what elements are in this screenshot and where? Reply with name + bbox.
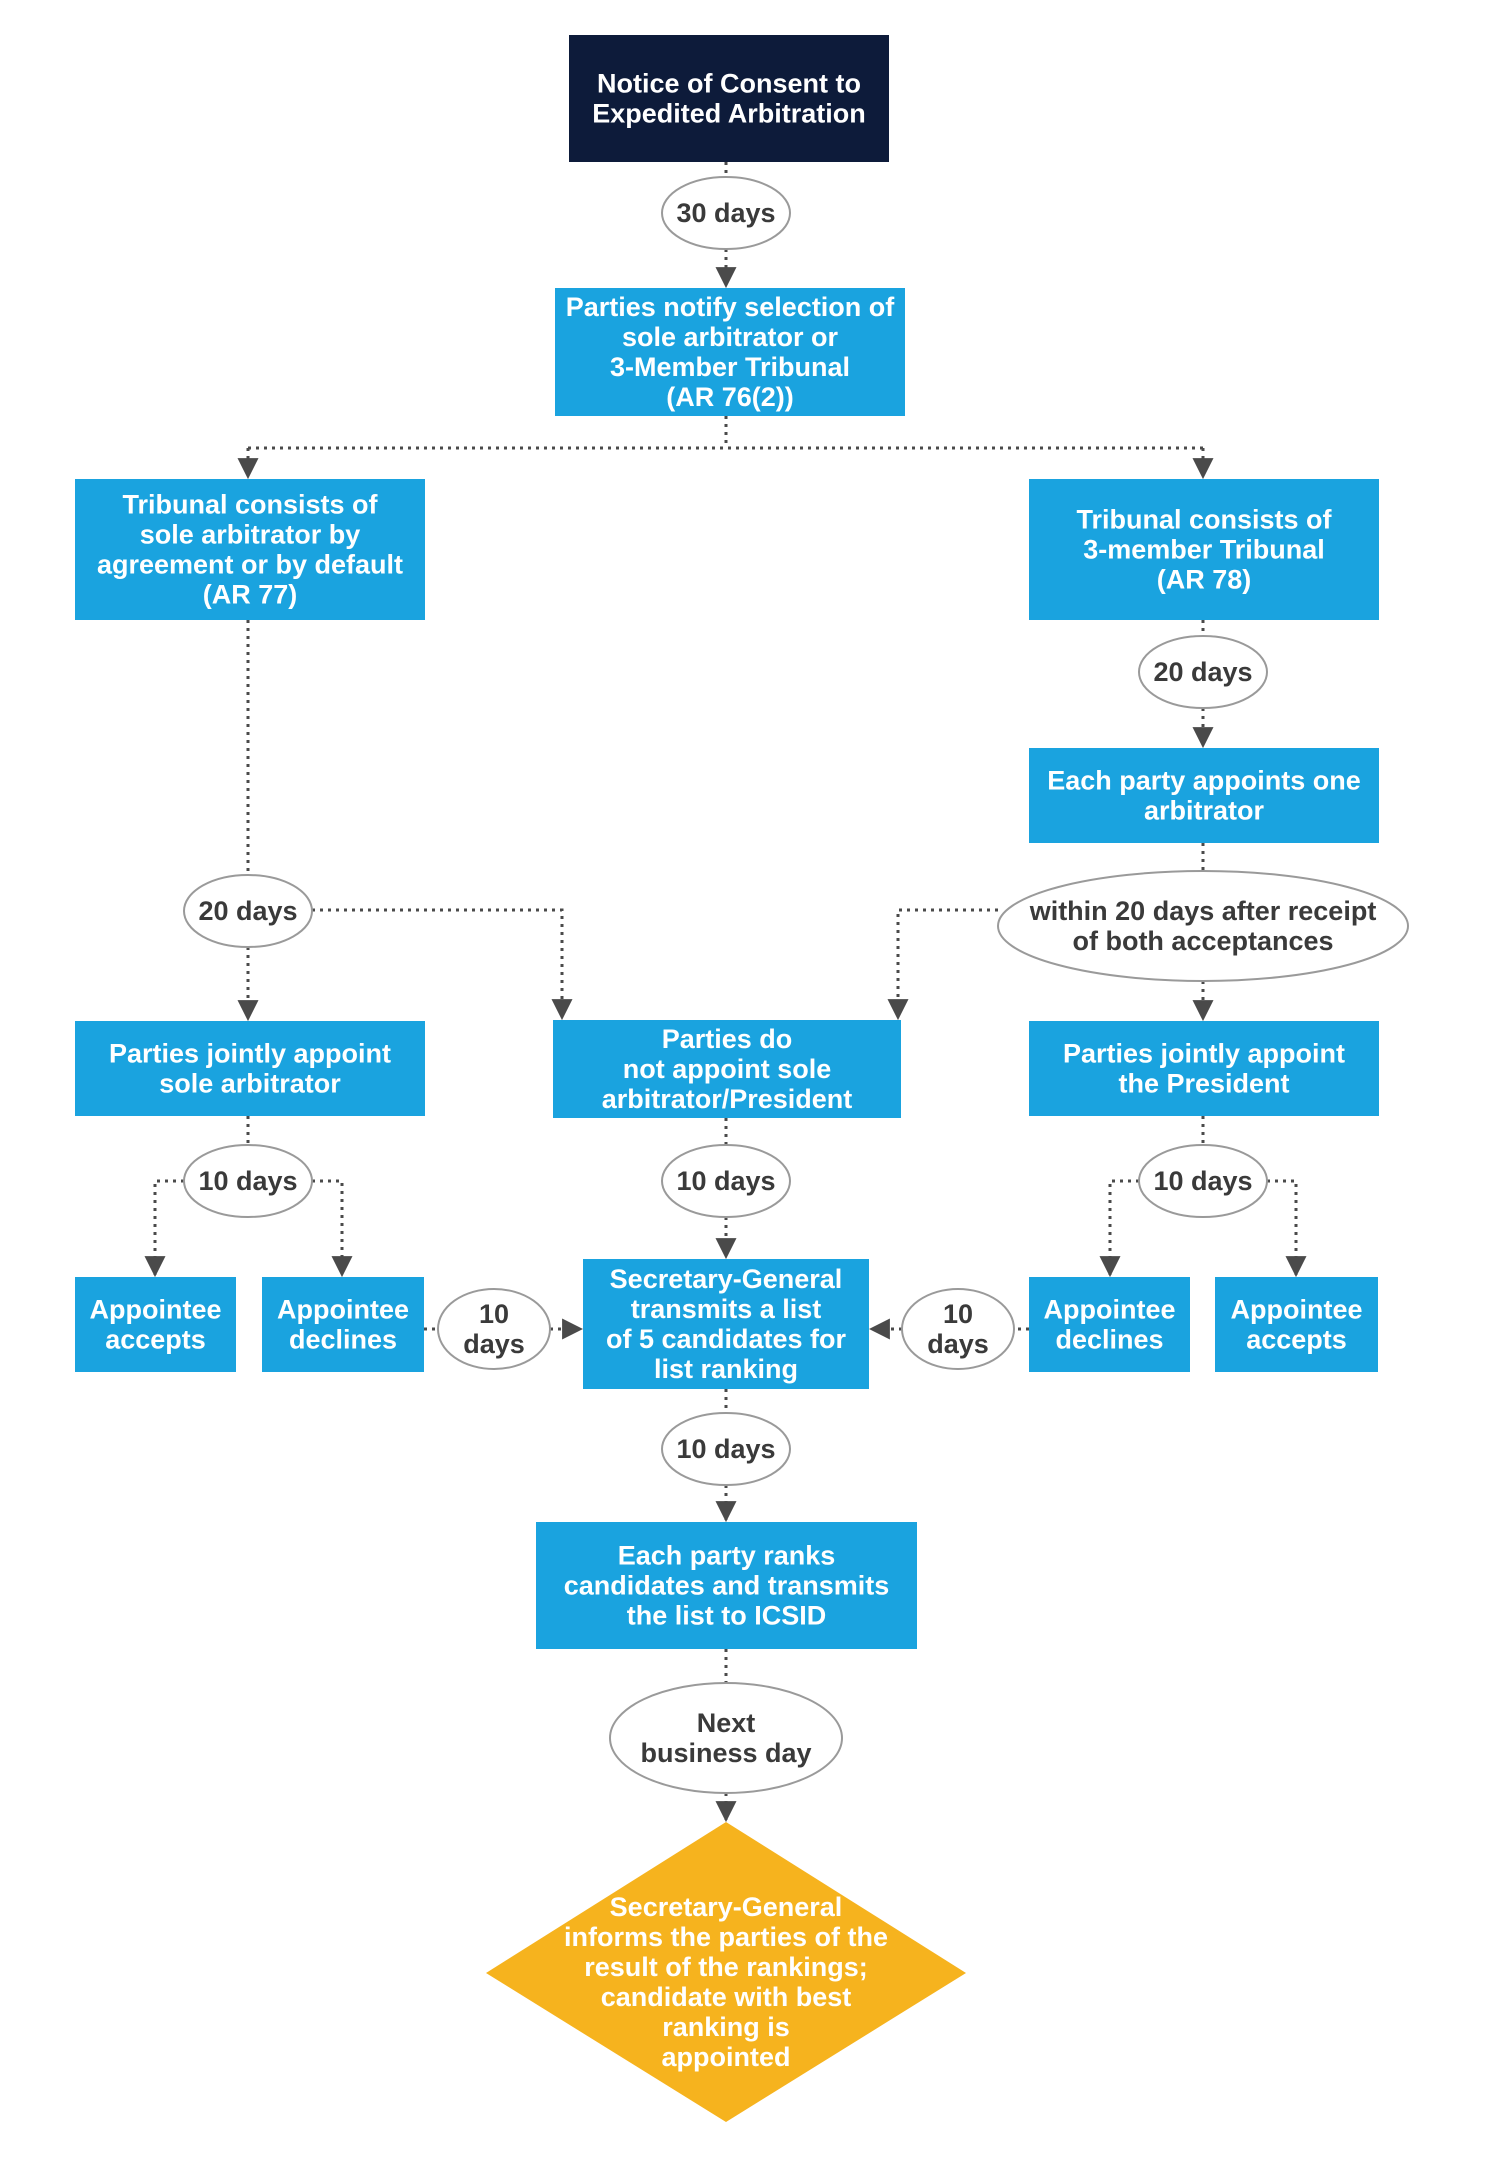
- node-text-line: sole arbitrator or: [622, 322, 839, 352]
- node-text-line: 10 days: [1153, 1166, 1252, 1196]
- node-text-line: Appointee: [1231, 1295, 1363, 1325]
- oval-o20-left: 20 days: [183, 874, 313, 948]
- node-text-line: Appointee: [90, 1295, 222, 1325]
- node-text-line: the President: [1118, 1069, 1289, 1099]
- node-text-line: 30 days: [676, 198, 775, 228]
- node-text-line: 3-Member Tribunal: [610, 352, 850, 382]
- node-text-line: arbitrator: [1144, 796, 1265, 826]
- node-text-line: (AR 78): [1157, 565, 1252, 595]
- node-text-line: 20 days: [1153, 657, 1252, 687]
- node-text-line: Each party appoints one: [1047, 766, 1361, 796]
- node-text-line: Tribunal consists of: [122, 490, 378, 520]
- node-text-line: declines: [289, 1325, 397, 1355]
- oval-o30: 30 days: [661, 176, 791, 250]
- node-text-line: Secretary-General: [610, 1892, 843, 1922]
- node-text-line: Parties notify selection of: [566, 292, 896, 322]
- node-text-line: Tribunal consists of: [1076, 505, 1332, 535]
- node-text-line: Parties jointly appoint: [1063, 1039, 1345, 1069]
- node-text-line: 20 days: [198, 896, 297, 926]
- node-text-line: arbitrator/President: [602, 1084, 853, 1114]
- node-text-line: Expedited Arbitration: [592, 99, 866, 129]
- node-text-line: sole arbitrator by: [140, 520, 361, 550]
- node-text-line: Next: [697, 1708, 756, 1738]
- node-text-line: ranking is: [662, 2012, 790, 2042]
- oval-o10-lower: 10 days: [661, 1412, 791, 1486]
- node-text-line: candidate with best: [601, 1982, 852, 2012]
- node-text-line: result of the rankings;: [584, 1952, 868, 1982]
- node-text-line: informs the parties of the: [564, 1922, 888, 1952]
- node-text-line: the list to ICSID: [627, 1601, 827, 1631]
- connector-line: [144, 1179, 184, 1278]
- node-text-line: of both acceptances: [1072, 926, 1333, 956]
- node-text-line: days: [463, 1329, 525, 1359]
- oval-o10-left: 10 days: [183, 1144, 313, 1218]
- node-text-line: (AR 76(2)): [666, 382, 794, 412]
- connector-line: [312, 908, 573, 1021]
- node-text-line: Parties jointly appoint: [109, 1039, 391, 1069]
- node-text-line: accepts: [105, 1325, 206, 1355]
- node-text-line: Secretary-General: [610, 1264, 843, 1294]
- node-text-line: of 5 candidates for: [606, 1324, 847, 1354]
- connector-line: [887, 908, 998, 1021]
- node-text-line: candidates and transmits: [564, 1571, 890, 1601]
- node-text-line: accepts: [1246, 1325, 1347, 1355]
- node-text-line: transmits a list: [631, 1294, 822, 1324]
- node-text-line: 10: [943, 1299, 973, 1329]
- node-text-line: not appoint sole: [623, 1054, 832, 1084]
- connector-line: [312, 1179, 353, 1278]
- connector-line: [1267, 1179, 1307, 1278]
- node-text-line: within 20 days after receipt: [1029, 896, 1377, 926]
- connector-line: [1099, 1179, 1139, 1278]
- oval-o10-right: 10 days: [1138, 1144, 1268, 1218]
- oval-o10-center: 10 days: [661, 1144, 791, 1218]
- node-text-line: Notice of Consent to: [597, 69, 861, 99]
- node-text-line: appointed: [662, 2042, 791, 2072]
- node-text-line: sole arbitrator: [159, 1069, 341, 1099]
- node-text-line: declines: [1055, 1325, 1163, 1355]
- node-text-line: 10 days: [198, 1166, 297, 1196]
- node-text-line: 3-member Tribunal: [1083, 535, 1325, 565]
- node-text-line: Each party ranks: [618, 1541, 836, 1571]
- node-text-line: 10 days: [676, 1434, 775, 1464]
- node-text-line: list ranking: [654, 1354, 798, 1384]
- node-three-tribunal: Tribunal consists of3-member Tribunal(AR…: [1029, 479, 1379, 620]
- node-text-line: 10: [479, 1299, 509, 1329]
- connectors: [144, 162, 1307, 1823]
- node-text-line: agreement or by default: [97, 550, 403, 580]
- oval-o20-right: 20 days: [1138, 635, 1268, 709]
- node-text-line: 10 days: [676, 1166, 775, 1196]
- node-text-line: Appointee: [1044, 1295, 1176, 1325]
- node-text-line: (AR 77): [203, 580, 298, 610]
- node-text-line: Appointee: [277, 1295, 409, 1325]
- node-text-line: Parties do: [662, 1024, 793, 1054]
- node-text-line: business day: [640, 1738, 811, 1768]
- node-text-line: days: [927, 1329, 989, 1359]
